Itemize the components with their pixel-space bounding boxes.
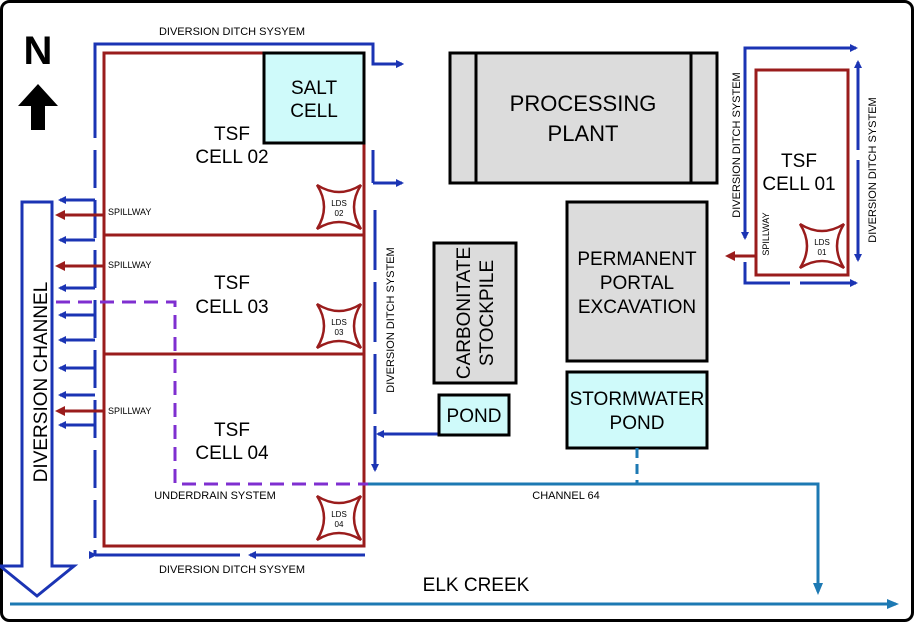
salt-cell-label-1: SALT bbox=[291, 78, 338, 99]
elk-creek-label: ELK CREEK bbox=[423, 575, 530, 596]
north-arrow-icon bbox=[18, 84, 58, 130]
diversion-ditch-right-a-label: DIVERSION DITCH SYSTEM bbox=[731, 72, 743, 217]
salt-cell-label-2: CELL bbox=[290, 101, 338, 122]
diversion-ditch-top-label: DIVERSION DITCH SYSYEM bbox=[159, 26, 305, 38]
tsf-cell-04-label-1: TSF bbox=[214, 420, 250, 441]
north-arrow: N bbox=[18, 29, 58, 130]
lds-01-word: LDS bbox=[814, 238, 830, 247]
lds-02-symbol: LDS 02 bbox=[315, 183, 363, 231]
tsf-cell-02-label-2: CELL 02 bbox=[195, 147, 268, 168]
lds-02-number: 02 bbox=[335, 209, 344, 218]
stockpile-label-1: CARBONITATE bbox=[454, 247, 475, 379]
lds-01-symbol: LDS 01 bbox=[798, 222, 846, 270]
processing-plant-label-1: PROCESSING bbox=[510, 91, 657, 116]
processing-plant-label-2: PLANT bbox=[548, 121, 619, 146]
stormwater-pond: STORMWATER POND bbox=[565, 370, 709, 450]
diversion-ditch-right-b-label: DIVERSION DITCH SYSTEM bbox=[867, 97, 879, 242]
tsf-cell-01-label-2: CELL 01 bbox=[762, 174, 835, 195]
portal-label-3: EXCAVATION bbox=[578, 297, 696, 318]
stockpile-label-2: STOCKPILE bbox=[477, 260, 498, 366]
carbonitate-stockpile: CARBONITATE STOCKPILE bbox=[432, 241, 518, 385]
spillway-label-1: SPILLWAY bbox=[108, 207, 151, 217]
lds-01-number: 01 bbox=[818, 248, 827, 257]
stormwater-label-2: POND bbox=[610, 413, 665, 434]
processing-plant: PROCESSING PLANT bbox=[448, 51, 719, 185]
tsf-cell-03-label-1: TSF bbox=[214, 273, 250, 294]
portal-label-1: PERMANENT bbox=[577, 249, 697, 270]
lds-04-word: LDS bbox=[331, 510, 347, 519]
diversion-channel: DIVERSION CHANNEL bbox=[0, 200, 79, 598]
portal-label-2: PORTAL bbox=[600, 273, 674, 294]
channel-64-label: CHANNEL 64 bbox=[532, 490, 599, 502]
underdrain-label: UNDERDRAIN SYSTEM bbox=[154, 490, 276, 502]
lds-04-number: 04 bbox=[335, 520, 344, 529]
lds-03-symbol: LDS 03 bbox=[315, 302, 363, 350]
tsf-cell-03-label-2: CELL 03 bbox=[195, 297, 268, 318]
diversion-channel-label: DIVERSION CHANNEL bbox=[31, 282, 52, 483]
lds-04-symbol: LDS 04 bbox=[315, 494, 363, 542]
tsf-cell-01-label-1: TSF bbox=[781, 151, 817, 172]
diversion-ditch-bottom-label: DIVERSION DITCH SYSYEM bbox=[159, 564, 305, 576]
salt-cell: SALT CELL bbox=[262, 51, 366, 145]
diversion-ditch-vertical-label: DIVERSION DITCH SYSTEM bbox=[385, 247, 397, 392]
underdrain-system-line bbox=[56, 300, 368, 486]
spillway-label-2: SPILLWAY bbox=[108, 260, 151, 270]
tsf-cell-02-label-1: TSF bbox=[214, 124, 250, 145]
pond-label: POND bbox=[447, 406, 502, 427]
tsf-left-complex bbox=[102, 51, 366, 548]
channel-64-line bbox=[368, 448, 823, 595]
spillways bbox=[55, 210, 104, 416]
stormwater-label-1: STORMWATER bbox=[570, 389, 705, 410]
lds-03-word: LDS bbox=[331, 318, 347, 327]
tsf-cell-04-label-2: CELL 04 bbox=[195, 443, 269, 464]
permanent-portal-excavation: PERMANENT PORTAL EXCAVATION bbox=[565, 200, 709, 363]
lds-02-word: LDS bbox=[331, 199, 347, 208]
tsf-cell-01: TSF CELL 01 SPILLWAY LDS 01 bbox=[725, 44, 862, 287]
pond: POND bbox=[437, 393, 511, 437]
spillway-right-label: SPILLWAY bbox=[761, 212, 771, 255]
diversion-ditch-left bbox=[58, 42, 438, 559]
north-letter: N bbox=[24, 29, 53, 73]
spillway-label-3: SPILLWAY bbox=[108, 406, 151, 416]
lds-03-number: 03 bbox=[335, 328, 344, 337]
